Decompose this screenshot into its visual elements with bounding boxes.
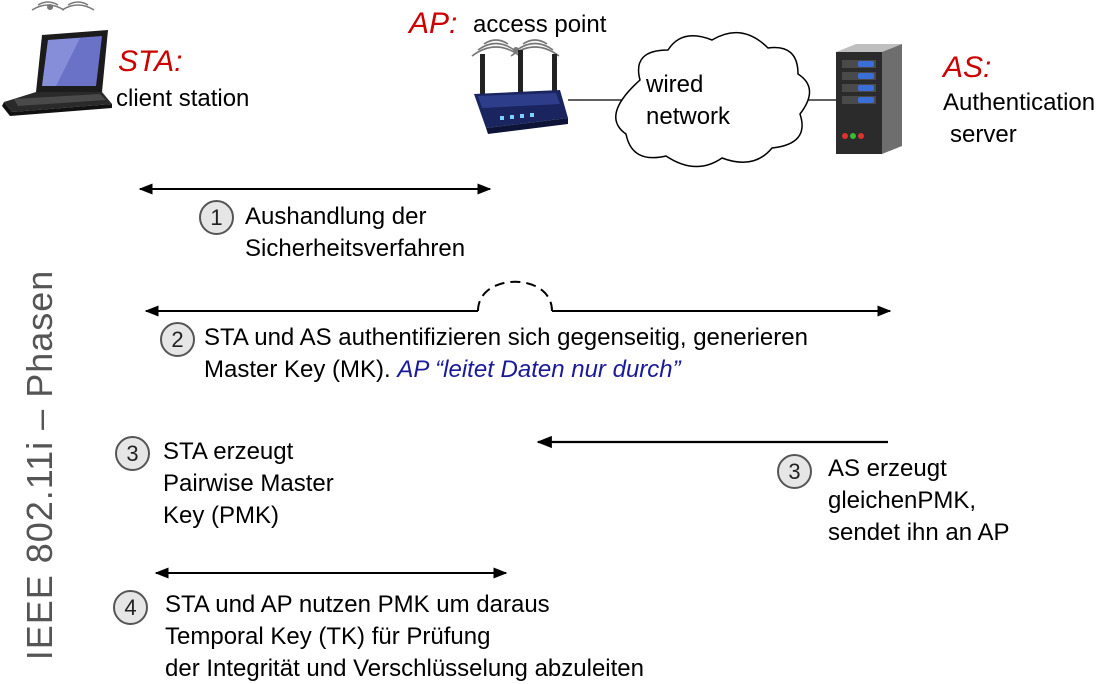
step3-sta-text-line1: STA erzeugt — [163, 438, 294, 465]
step3-as-text-line3: sendet ihn an AP — [828, 519, 1010, 546]
as-label: AS: — [943, 51, 992, 84]
step2-ap-note: AP “leitet Daten nur durch” — [397, 356, 681, 383]
step3-as-number-badge: 3 — [777, 454, 812, 489]
ap-description: access point — [473, 11, 607, 38]
step2-text-line2: Master Key (MK). AP “leitet Daten nur du… — [204, 354, 681, 385]
ap-label: AP: — [409, 7, 458, 40]
cloud-icon — [615, 31, 811, 168]
network-label-line1: wired — [646, 71, 704, 98]
step2-master-key-text: Master Key (MK). — [204, 356, 391, 383]
step4-text-line3: der Integrität und Verschlüsselung abzul… — [165, 655, 644, 682]
laptop-icon — [2, 1, 112, 116]
arrow-step2-hop — [477, 280, 553, 312]
step4-number-badge: 4 — [113, 590, 148, 625]
step3-as-text-line2: gleichenPMK, — [828, 487, 977, 514]
step4-text-line2: Temporal Key (TK) für Prüfung — [165, 623, 491, 650]
wifi-signal-icon — [471, 39, 560, 57]
step2-number-badge: 2 — [160, 322, 195, 357]
step2-text-line1: STA und AS authentifizieren sich gegense… — [204, 324, 808, 351]
step1-text-line1: Aushandlung der — [245, 203, 427, 230]
step4-text-line1: STA und AP nutzen PMK um daraus — [165, 591, 550, 618]
network-label-line2: network — [646, 103, 731, 130]
step3-sta-text-line2: Pairwise Master — [163, 470, 334, 497]
step1-number-badge: 1 — [199, 200, 234, 235]
as-description-line1: Authentication — [943, 89, 1096, 116]
sta-label: STA: — [118, 45, 183, 78]
router-icon — [474, 50, 568, 134]
sta-description: client station — [116, 85, 250, 112]
step3-sta-number-badge: 3 — [115, 436, 150, 471]
server-icon — [836, 44, 902, 154]
step3-as-text-line1: AS erzeugt — [828, 455, 947, 482]
step3-sta-text-line3: Key (PMK) — [163, 502, 280, 529]
as-description-line2: server — [950, 121, 1017, 148]
step1-text-line2: Sicherheitsverfahren — [245, 235, 466, 262]
